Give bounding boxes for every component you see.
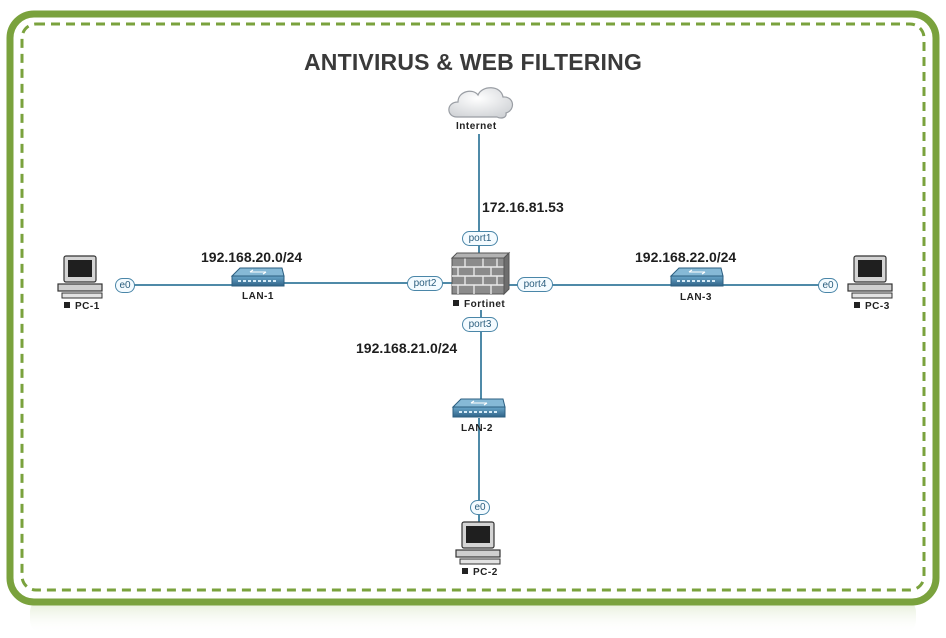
pc1-label-text: PC-1	[75, 301, 100, 312]
port1-badge[interactable]: port1	[462, 231, 498, 246]
lan3-label: LAN-3	[680, 292, 712, 303]
pc1-label: PC-1	[64, 301, 100, 312]
frame-border	[6, 10, 940, 606]
switch-icon[interactable]	[230, 267, 285, 287]
cloud-icon[interactable]	[448, 87, 513, 119]
status-square-icon	[453, 300, 459, 307]
lan1-network-label: 192.168.20.0/24	[201, 249, 303, 265]
pc2-label: PC-2	[462, 567, 498, 578]
desktop-computer-icon[interactable]	[847, 255, 893, 299]
desktop-computer-icon[interactable]	[455, 521, 501, 565]
lan3-network-label: 192.168.22.0/24	[635, 249, 737, 265]
internet-label: Internet	[456, 121, 497, 132]
fortinet-label-text: Fortinet	[464, 299, 506, 310]
diagram-title: ANTIVIRUS & WEB FILTERING	[303, 49, 643, 75]
switch-icon[interactable]	[451, 398, 506, 418]
frame-dashed-border	[20, 22, 926, 592]
lan2-network-label: 192.168.21.0/24	[356, 340, 458, 356]
port4-badge[interactable]: port4	[517, 277, 553, 292]
status-square-icon	[64, 302, 70, 309]
fortinet-label: Fortinet	[453, 299, 505, 310]
pc2-label-text: PC-2	[473, 567, 498, 578]
desktop-computer-icon[interactable]	[57, 255, 103, 299]
wan-address-label: 172.16.81.53	[482, 199, 564, 215]
status-square-icon	[462, 568, 468, 575]
lan2-label: LAN-2	[461, 423, 493, 434]
pc2-interface-badge[interactable]: e0	[470, 500, 490, 515]
frame-reflection	[30, 598, 916, 634]
port3-badge[interactable]: port3	[462, 317, 498, 332]
pc3-label-text: PC-3	[865, 301, 890, 312]
pc3-label: PC-3	[854, 301, 890, 312]
switch-icon[interactable]	[669, 267, 724, 287]
firewall-brick-icon[interactable]	[450, 251, 511, 296]
pc1-interface-badge[interactable]: e0	[115, 278, 135, 293]
lan1-label: LAN-1	[242, 291, 274, 302]
port2-badge[interactable]: port2	[407, 276, 443, 291]
pc3-interface-badge[interactable]: e0	[818, 278, 838, 293]
status-square-icon	[854, 302, 860, 309]
